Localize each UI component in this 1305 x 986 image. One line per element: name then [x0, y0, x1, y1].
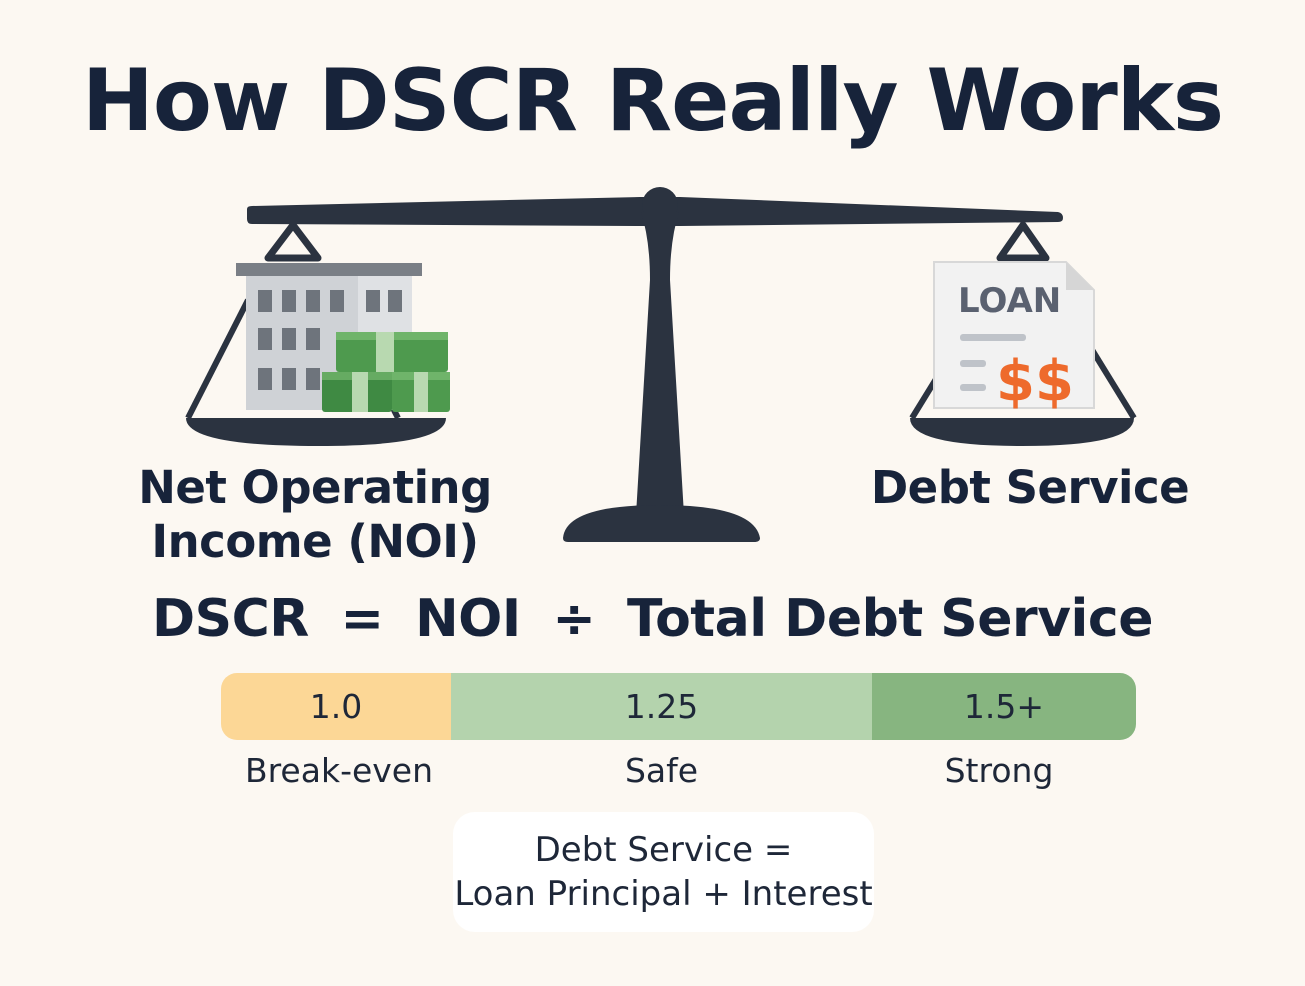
loan-document-title: LOAN: [958, 281, 1061, 321]
loan-document-icon: LOAN $$: [933, 261, 1095, 414]
right-pan: [910, 418, 1134, 446]
dscr-formula: DSCR = NOI ÷ Total Debt Service: [0, 588, 1305, 650]
dscr-range-bar: 1.0 1.25 1.5+: [221, 673, 1136, 740]
formula-lhs: DSCR: [152, 589, 309, 649]
noi-label-line1: Net Operating: [138, 461, 492, 514]
scale-pillar: [563, 187, 760, 542]
note-line1: Debt Service =: [534, 830, 793, 870]
noi-label: Net Operating Income (NOI): [125, 461, 505, 569]
tier-strong-segment: 1.5+: [872, 673, 1136, 740]
note-line2: Loan Principal + Interest: [454, 874, 873, 915]
tier-strong-label: Strong: [944, 751, 1054, 790]
left-pan: [186, 418, 446, 446]
tier-safe-segment: 1.25: [451, 673, 872, 740]
formula-denominator: Total Debt Service: [627, 589, 1153, 649]
formula-divide: ÷: [552, 589, 596, 649]
tier-safe-label: Safe: [624, 751, 699, 790]
formula-numerator: NOI: [415, 589, 521, 649]
debt-service-label: Debt Service: [870, 461, 1190, 514]
formula-equals: =: [340, 589, 384, 649]
cash-stack-icon: [322, 332, 450, 412]
tier-break-even-label: Break-even: [244, 751, 434, 790]
noi-label-line2: Income (NOI): [151, 515, 479, 568]
debt-service-note: Debt Service = Loan Principal + Interest: [453, 812, 874, 932]
page-title: How DSCR Really Works: [81, 51, 1224, 151]
dollar-signs: $$: [996, 349, 1074, 414]
tier-break-even-segment: 1.0: [221, 673, 451, 740]
